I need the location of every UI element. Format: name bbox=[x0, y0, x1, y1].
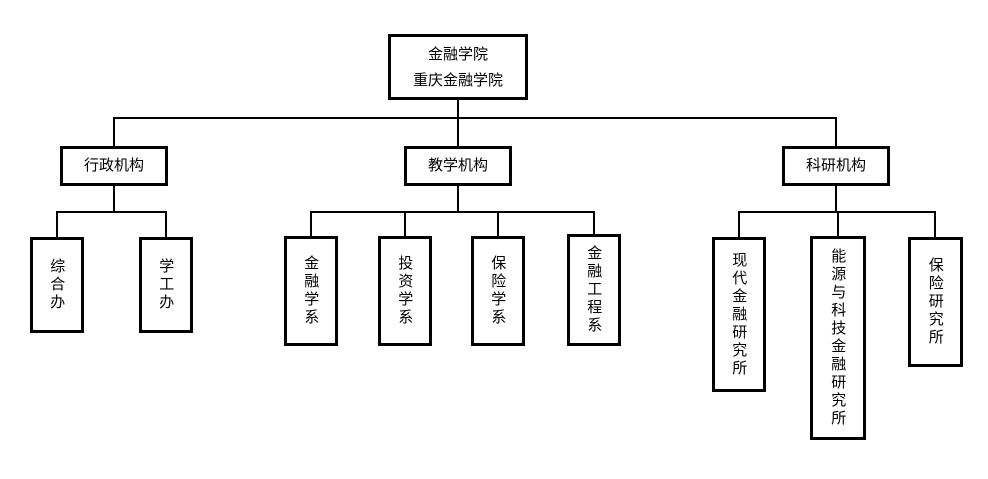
node-label: 保险学系 bbox=[489, 255, 508, 327]
node-label: 投资学系 bbox=[396, 255, 415, 327]
org-node-financial-engineering-dept: 金融工程系 bbox=[567, 234, 621, 346]
node-label: 现代金融研究所 bbox=[730, 251, 749, 378]
node-label: 金融工程系 bbox=[585, 245, 604, 335]
org-node-root: 金融学院 重庆金融学院 bbox=[388, 34, 528, 100]
org-node-admin: 行政机构 bbox=[60, 146, 168, 186]
org-node-insurance-dept: 保险学系 bbox=[471, 236, 525, 346]
branch-label: 科研机构 bbox=[805, 156, 866, 175]
org-node-finance-dept: 金融学系 bbox=[284, 236, 338, 346]
org-node-student-affairs-office: 学工办 bbox=[139, 237, 193, 333]
node-label: 保险研究所 bbox=[926, 257, 945, 347]
branch-label: 行政机构 bbox=[83, 156, 144, 175]
branch-label: 教学机构 bbox=[427, 156, 488, 175]
node-label: 能源与科技金融研究所 bbox=[829, 248, 848, 428]
org-node-energy-tech-finance-institute: 能源与科技金融研究所 bbox=[810, 236, 866, 440]
node-label: 金融学系 bbox=[302, 255, 321, 327]
root-label-line2: 重庆金融学院 bbox=[412, 71, 503, 89]
node-label: 学工办 bbox=[157, 258, 176, 312]
org-node-insurance-institute: 保险研究所 bbox=[908, 237, 963, 367]
org-node-teaching: 教学机构 bbox=[404, 146, 512, 186]
org-node-general-office: 综合办 bbox=[30, 237, 84, 333]
root-label-line1: 金融学院 bbox=[427, 45, 488, 63]
org-node-investment-dept: 投资学系 bbox=[378, 236, 432, 346]
org-node-research: 科研机构 bbox=[782, 146, 890, 186]
org-node-modern-finance-institute: 现代金融研究所 bbox=[712, 237, 766, 392]
node-label: 综合办 bbox=[48, 258, 67, 312]
